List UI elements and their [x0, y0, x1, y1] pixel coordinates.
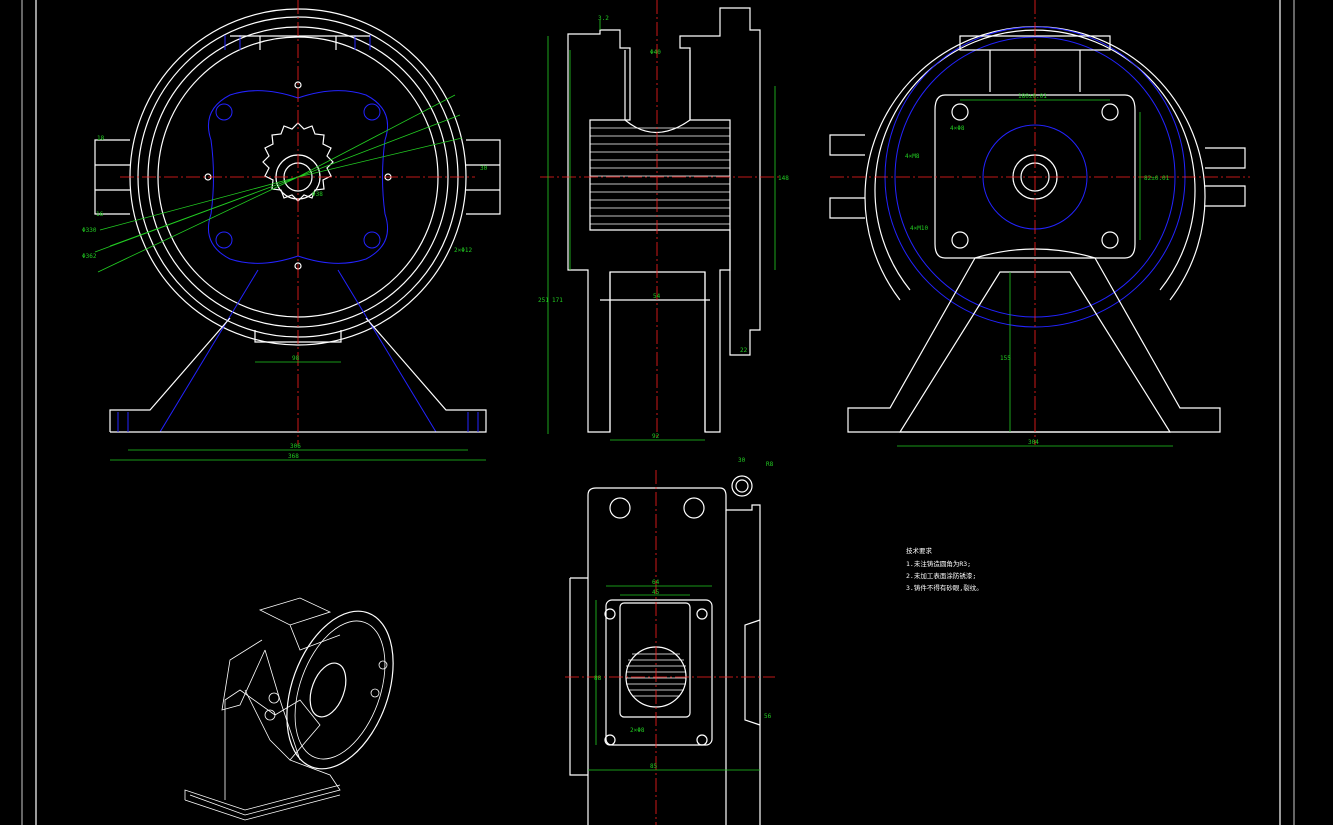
dim-bore-width: 54	[653, 293, 661, 300]
front-view	[94, 0, 501, 461]
isometric-view	[184, 597, 394, 821]
notes-line-1: 1.未注铸造圆角为R3;	[906, 559, 971, 568]
dim-bolt: 2×Φ8	[630, 727, 645, 734]
notes-line-3: 3.铸件不得有砂眼,裂纹。	[906, 583, 983, 592]
dim-holes: 4×Φ8	[950, 125, 965, 132]
dim-thread: 4×M8	[905, 153, 920, 160]
rear-view-labels: 180±0.01 82±0.01 155 304 4×M8 4×Φ8 4×M10	[905, 93, 1170, 446]
dim-top-width: 64	[652, 579, 660, 586]
dim-mount-holes: 2×Φ12	[454, 247, 472, 254]
dim-pitch-h: 180±0.01	[1018, 93, 1047, 100]
dim-rear-base: 304	[1028, 439, 1039, 446]
dim-foot: 22	[740, 347, 748, 354]
dim-top-inner: 45	[652, 589, 660, 596]
top-view-labels: 64 45 88 2×Φ8 85 30 56 R8	[594, 457, 774, 770]
dim-width-total: 368	[288, 453, 299, 460]
dim-outer-dia: Φ362	[82, 253, 97, 260]
dim-height2: 171	[552, 297, 563, 304]
rear-view	[829, 0, 1250, 447]
dim-height: 251	[538, 297, 549, 304]
dim-big-dia: Φ330	[82, 227, 97, 234]
dim-boss: 30	[738, 457, 746, 464]
dim-keyway: 4×M10	[910, 225, 928, 232]
section-view	[540, 0, 780, 441]
dim-pitch-v: 82±0.01	[1144, 175, 1170, 182]
dim-depth: 148	[778, 175, 789, 182]
front-view-labels: 368 306 98 Φ38 Φ330 Φ362 2×Φ12 18 30 16	[82, 135, 488, 460]
dim-radius: R8	[766, 461, 774, 468]
notes-title: 技术要求	[906, 546, 933, 555]
section-view-labels: Φ40 54 148 251 171 92 22 3.2	[538, 15, 789, 440]
dim-top-height: 88	[594, 675, 602, 682]
top-view	[565, 470, 775, 825]
dim-top-dia: Φ40	[650, 49, 661, 56]
dim-pitch: 56	[764, 713, 772, 720]
dim-base: 92	[652, 433, 660, 440]
dim-bore: Φ38	[312, 191, 323, 198]
dim-width-base: 306	[290, 443, 301, 450]
dim-lug-height: 18	[97, 135, 105, 142]
technical-notes: 技术要求 1.未注铸造圆角为R3; 2.未加工表面涂防锈漆; 3.铸件不得有砂眼…	[906, 546, 983, 592]
dim-lug-h: 16	[96, 211, 104, 218]
notes-line-2: 2.未加工表面涂防锈漆;	[906, 571, 976, 580]
dim-slot: 3.2	[598, 15, 609, 22]
dim-top-base: 85	[650, 763, 658, 770]
dim-lug-width: 30	[480, 165, 488, 172]
dim-hole-pitch: 98	[292, 355, 300, 362]
dim-rear-height: 155	[1000, 355, 1011, 362]
